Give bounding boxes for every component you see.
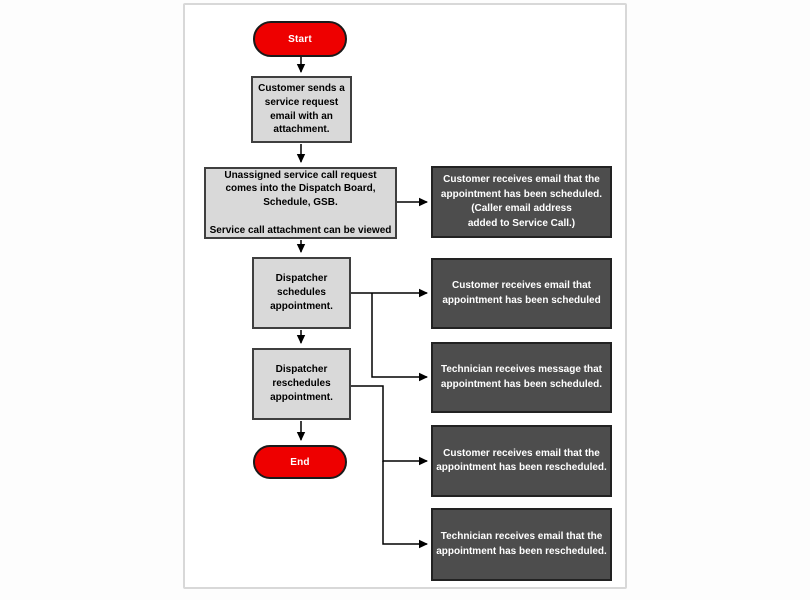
output-technician-message-scheduled: Technician receives message that appoint…: [431, 342, 612, 413]
output-customer-email-scheduled-label: Customer receives email that appointment…: [442, 280, 601, 306]
end-terminator: End: [253, 445, 347, 479]
output-customer-email-rescheduled-label: Customer receives email that the appoint…: [436, 447, 607, 474]
output-technician-message-scheduled-label: Technician receives message that appoint…: [440, 364, 603, 390]
output-technician-email-rescheduled: Technician receives email that the appoi…: [431, 508, 612, 581]
output-customer-email-scheduled: Customer receives email that appointment…: [431, 258, 612, 329]
process-dispatcher-reschedules: Dispatcher reschedules appointment.: [252, 348, 351, 420]
process-dispatcher-reschedules-label: Dispatcher reschedules appointment.: [270, 364, 333, 403]
process-dispatcher-schedules-label: Dispatcher schedules appointment.: [270, 273, 333, 312]
process-customer-sends-request-label: Customer sends a service request email w…: [258, 82, 345, 136]
start-terminator: Start: [253, 21, 347, 57]
end-label: End: [290, 456, 310, 468]
process-unassigned-service-call-label: Unassigned service call request comes in…: [209, 169, 392, 236]
process-dispatcher-schedules: Dispatcher schedules appointment.: [252, 257, 351, 329]
output-customer-email-scheduled-caller-added: Customer receives email that the appoint…: [431, 166, 612, 238]
start-label: Start: [288, 33, 312, 45]
output-customer-email-rescheduled: Customer receives email that the appoint…: [431, 425, 612, 497]
process-unassigned-service-call: Unassigned service call request comes in…: [204, 167, 397, 239]
output-customer-email-scheduled-caller-added-label: Customer receives email that the appoint…: [440, 174, 603, 229]
output-technician-email-rescheduled-label: Technician receives email that the appoi…: [436, 531, 607, 557]
process-customer-sends-request: Customer sends a service request email w…: [251, 76, 352, 143]
